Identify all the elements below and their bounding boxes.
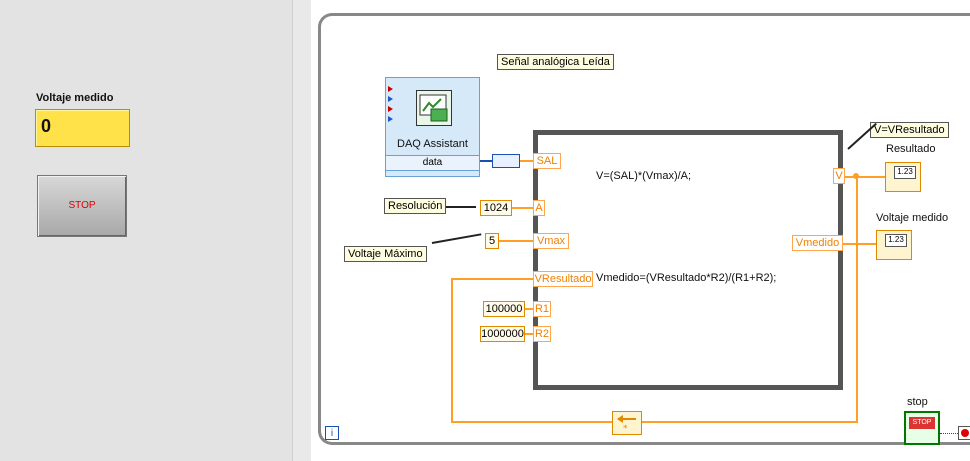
iteration-terminal[interactable]: i (325, 426, 339, 440)
convert-dynamic-data-icon[interactable] (492, 154, 520, 168)
dynamic-data-wire[interactable] (480, 160, 492, 162)
v-output-terminal[interactable]: V (833, 168, 845, 184)
voltaje-medido-value: 0 (41, 116, 52, 136)
r2-input-terminal[interactable]: R2 (533, 326, 551, 342)
daq-comment-label: Señal analógica Leída (497, 54, 614, 70)
stop-terminal-glyph: STOP (909, 417, 935, 429)
boolean-wire[interactable] (940, 433, 958, 434)
r1-constant[interactable]: 100000 (483, 301, 525, 317)
daq-data-output[interactable]: data (386, 155, 479, 171)
feedback-node-icon[interactable]: * (612, 411, 642, 435)
daq-assistant-block[interactable]: DAQ Assistant data (385, 77, 480, 177)
feedback-wire-right[interactable] (856, 176, 858, 423)
vresultado-input-terminal[interactable]: VResultado (533, 271, 593, 287)
sal-wire[interactable] (520, 160, 533, 162)
sal-input-terminal[interactable]: SAL (533, 153, 561, 169)
resolucion-wire[interactable] (512, 207, 533, 209)
feedback-wire-left[interactable] (451, 278, 453, 423)
v-vresultado-label: V=VResultado (870, 122, 949, 138)
vmax-wire[interactable] (499, 240, 533, 242)
r1-wire[interactable] (525, 308, 533, 310)
voltaje-maximo-label: Voltaje Máximo (344, 246, 427, 262)
daq-assistant-icon (416, 90, 452, 126)
vmax-input-terminal[interactable]: Vmax (533, 233, 569, 249)
vmedido-output-terminal[interactable]: Vmedido (792, 235, 843, 251)
a-input-terminal[interactable]: A (533, 200, 545, 216)
r2-constant[interactable]: 1000000 (480, 326, 525, 342)
feedback-wire-top[interactable] (451, 278, 533, 280)
resultado-indicator-terminal[interactable]: 1.23 (885, 162, 921, 192)
stop-button-terminal[interactable]: STOP (904, 411, 940, 445)
stop-terminal-label: stop (907, 396, 928, 408)
stop-button[interactable]: STOP (37, 175, 127, 237)
formula-node[interactable] (533, 130, 843, 390)
resolucion-label: Resolución (384, 198, 447, 214)
daq-title: DAQ Assistant (397, 138, 468, 150)
r1-input-terminal[interactable]: R1 (533, 301, 551, 317)
while-loop-border (318, 13, 970, 445)
formula-line-2: Vmedido=(VResultado*R2)/(R1+R2); (596, 272, 777, 284)
voltaje-medido-indicator-terminal[interactable]: 1.23 (876, 230, 912, 260)
wire-junction (853, 173, 859, 179)
voltaje-medido-indicator-display: 1.23 (885, 234, 907, 247)
panel-divider[interactable] (292, 0, 311, 461)
r2-wire[interactable] (525, 333, 533, 335)
svg-text:*: * (623, 424, 628, 434)
resolucion-constant[interactable]: 1024 (480, 200, 512, 216)
resultado-indicator-label: Resultado (886, 143, 936, 155)
front-panel: Voltaje medido 0 STOP (0, 0, 292, 461)
voltaje-medido-indicator: 0 (35, 109, 130, 147)
formula-line-1: V=(SAL)*(Vmax)/A; (596, 170, 692, 182)
feedback-wire-bottom-right[interactable] (642, 421, 858, 423)
voltaje-maximo-constant[interactable]: 5 (485, 233, 499, 249)
v-output-wire[interactable] (845, 176, 885, 178)
feedback-wire-bottom-left[interactable] (451, 421, 612, 423)
voltaje-medido-indicator-label: Voltaje medido (876, 212, 949, 224)
daq-input-arrows-icon (388, 86, 393, 122)
resolucion-label-arrow (446, 206, 476, 208)
voltaje-medido-label: Voltaje medido (36, 92, 114, 104)
loop-condition-terminal[interactable] (958, 426, 970, 440)
stop-button-label: STOP (68, 200, 96, 211)
vmedido-output-wire[interactable] (843, 243, 876, 245)
resultado-indicator-display: 1.23 (894, 166, 916, 179)
